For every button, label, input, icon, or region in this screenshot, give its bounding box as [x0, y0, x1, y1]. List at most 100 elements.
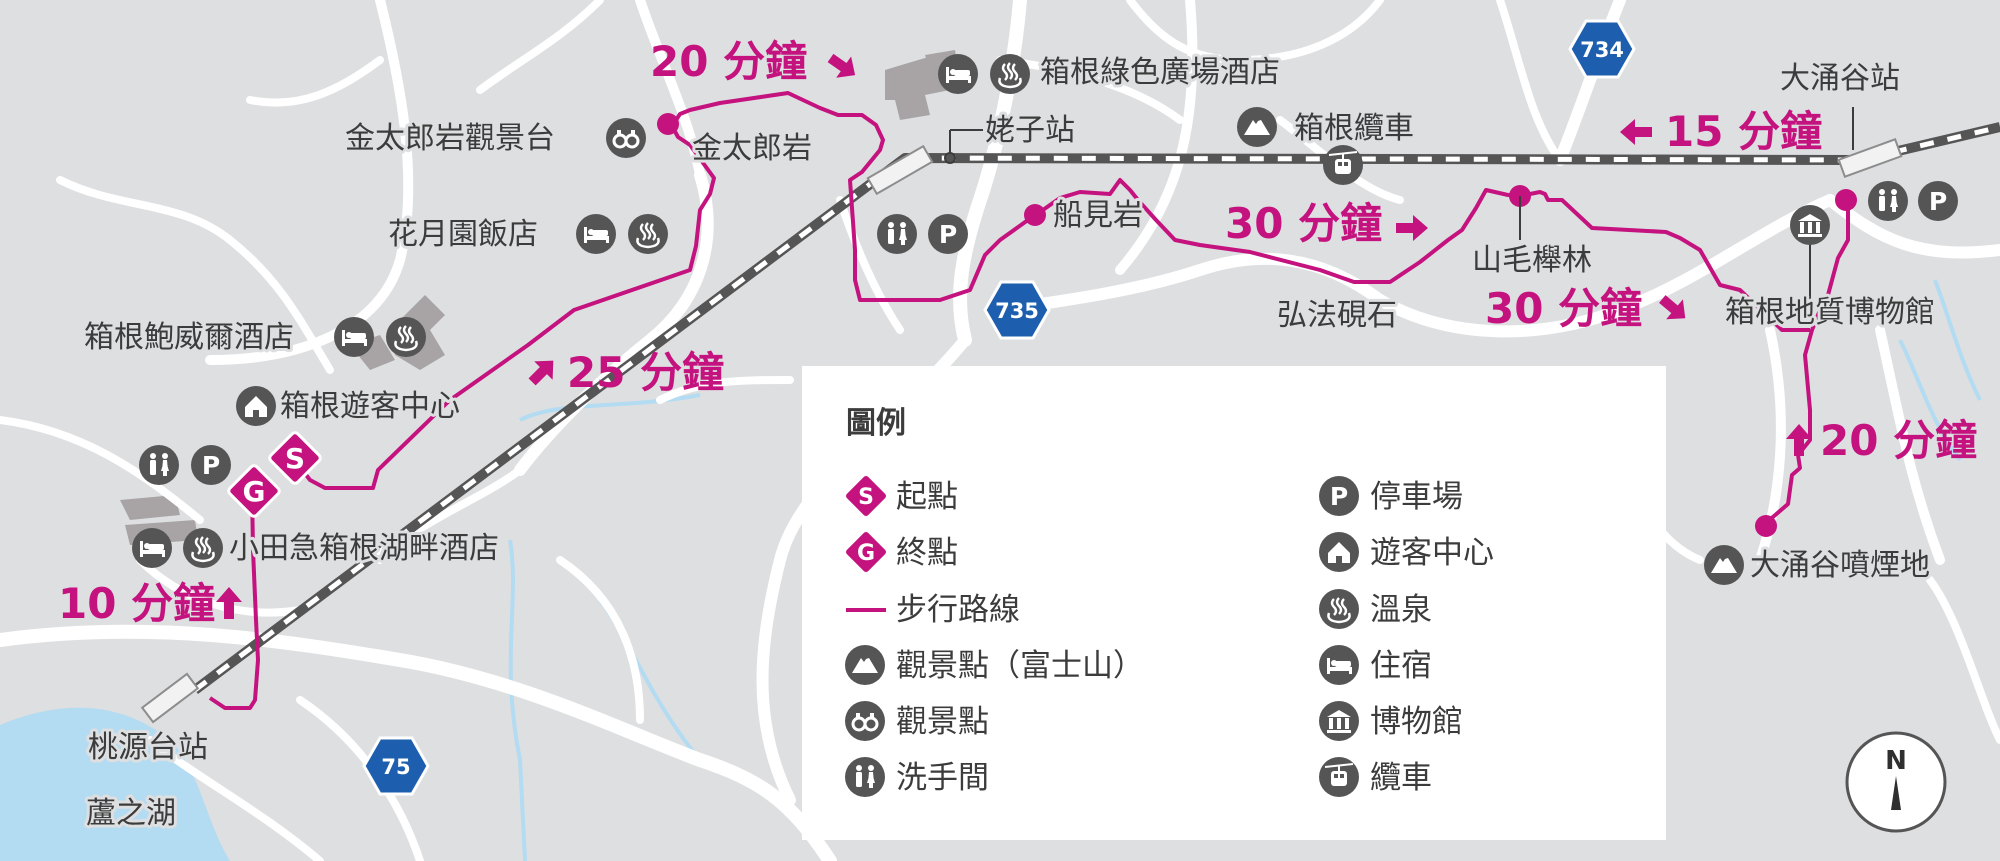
waypoint-geo-museum [1835, 189, 1857, 211]
legend-viewpoint-icon [843, 699, 887, 743]
legend-lodging-icon [1319, 645, 1359, 685]
lake-ashi-water [0, 707, 230, 861]
duration-20-top: 20 分鐘 [650, 37, 807, 86]
parking-icon [1918, 181, 1958, 221]
legend-onsen-label: 溫泉 [1370, 592, 1432, 628]
legend-ropeway-icon [1318, 756, 1360, 798]
svg-text:G: G [857, 541, 875, 566]
legend-box [802, 366, 1666, 840]
arrow-down-right-icon [827, 53, 856, 78]
lodging-icon [576, 214, 616, 254]
station-platforms [140, 138, 1903, 724]
legend-parking-label: 停車場 [1370, 479, 1463, 515]
svg-text:G: G [243, 475, 266, 508]
arrow-up-icon [216, 587, 242, 619]
legend-viewpoint-label: 觀景點 [896, 704, 989, 740]
label-funamiiwa: 船見岩 [1053, 198, 1143, 233]
label-kagetsuen-hotel: 花月園飯店 [388, 217, 538, 252]
label-kintoki-rock: 金太郎岩 [692, 131, 812, 166]
restroom-icon [877, 214, 917, 254]
goal-marker: G [227, 464, 281, 518]
arrow-up-right-icon [528, 360, 554, 386]
duration-30-a: 30 分鐘 [1225, 199, 1382, 248]
lodging-icon [938, 54, 978, 94]
label-yamakeyaki: 山毛櫸林 [1472, 243, 1592, 278]
legend-ropeway-label: 纜車 [1370, 760, 1432, 796]
ropeway-line [192, 122, 2000, 695]
onsen-icon [626, 212, 670, 256]
svg-text:S: S [285, 442, 305, 475]
legend-restroom-label: 洗手間 [896, 760, 989, 796]
svg-text:75: 75 [381, 755, 410, 779]
legend-title: 圖例 [846, 406, 906, 441]
route-waypoints [657, 113, 1857, 537]
label-owakudani-fumarole: 大涌谷噴煙地 [1750, 548, 1930, 583]
duration-30-b: 30 分鐘 [1485, 284, 1642, 333]
duration-10: 10 分鐘 [58, 579, 215, 628]
lodging-icon [132, 528, 172, 568]
arrow-down-right-icon [1659, 295, 1686, 320]
onsen-icon [988, 52, 1032, 96]
legend-goal-icon: G [846, 532, 886, 572]
legend: 圖例 S 起點 G 終點 步行路線 觀景點（富士山） 觀景點 洗手間 停車場 遊… [802, 366, 1666, 840]
legend-start-icon: S [846, 476, 886, 516]
walking-route [208, 91, 1850, 710]
label-ubako-station: 姥子站 [985, 113, 1075, 148]
legend-fuji-label: 觀景點（富士山） [896, 648, 1144, 684]
route-shield-75: 75 [362, 736, 430, 796]
duration-15: 15 分鐘 [1665, 107, 1822, 156]
route-shield-734: 734 [1568, 19, 1636, 79]
legend-onsen-icon [1317, 587, 1361, 631]
legend-museum-icon [1319, 701, 1359, 741]
onsen-icon [384, 315, 428, 359]
waypoint-funamiiwa [1024, 204, 1046, 226]
svg-text:N: N [1885, 746, 1907, 776]
duration-20-right: 20 分鐘 [1820, 416, 1977, 465]
duration-labels: 20 分鐘 25 分鐘 30 分鐘 30 分鐘 15 分鐘 20 分鐘 10 分… [58, 37, 1977, 628]
route-shield-735: 735 [983, 280, 1051, 340]
ropeway-icon [1322, 144, 1364, 186]
waypoint-owakudani-fumarole [1755, 515, 1777, 537]
label-odakyu-hotel: 小田急箱根湖畔酒店 [229, 531, 499, 566]
visitor-center-icon [236, 386, 276, 426]
label-togendai-station: 桃源台站 [88, 730, 208, 765]
lodging-icon [334, 317, 374, 357]
legend-fuji-icon [845, 645, 885, 685]
label-geo-museum: 箱根地質博物館 [1725, 295, 1935, 330]
legend-goal-label: 終點 [896, 535, 958, 571]
svg-text:735: 735 [995, 299, 1039, 323]
legend-lodging-label: 住宿 [1370, 648, 1432, 684]
legend-visitor-center-icon [1319, 532, 1359, 572]
label-lake-ashi: 蘆之湖 [86, 796, 176, 831]
legend-parking-icon [1319, 476, 1359, 516]
legend-start-label: 起點 [896, 479, 958, 515]
label-green-plaza-hotel: 箱根綠色廣場酒店 [1040, 55, 1280, 90]
direction-arrows [216, 53, 1812, 619]
parking-icon [191, 445, 231, 485]
label-ropeway: 箱根纜車 [1294, 111, 1414, 146]
onsen-icon [181, 526, 225, 570]
parking-icon [928, 214, 968, 254]
label-visitor-center: 箱根遊客中心 [280, 389, 460, 424]
duration-25: 25 分鐘 [567, 348, 724, 397]
legend-restroom-icon [845, 757, 885, 797]
arrow-right-icon [1396, 215, 1428, 241]
viewpoint-icon [604, 116, 648, 160]
fuji-view-icon [1237, 107, 1277, 147]
legend-museum-label: 博物館 [1370, 704, 1463, 740]
restroom-icon [139, 445, 179, 485]
waypoint-kintoki-rock [657, 113, 679, 135]
legend-route-label: 步行路線 [896, 592, 1020, 628]
legend-visitor-center-label: 遊客中心 [1370, 535, 1494, 571]
label-owakudani-station: 大涌谷站 [1780, 61, 1900, 96]
place-labels: 金太郎岩觀景台 金太郎岩 箱根綠色廣場酒店 姥子站 箱根纜車 大涌谷站 花月園飯… [81, 52, 1938, 834]
arrow-left-icon [1620, 119, 1652, 145]
start-marker: S [268, 431, 322, 485]
museum-icon [1790, 205, 1830, 245]
label-kobo-suzuri: 弘法硯石 [1277, 298, 1397, 333]
arrow-up-icon [1786, 424, 1812, 456]
label-kintoki-viewpoint: 金太郎岩觀景台 [345, 121, 555, 156]
label-powell-hotel: 箱根鮑威爾酒店 [84, 320, 294, 355]
